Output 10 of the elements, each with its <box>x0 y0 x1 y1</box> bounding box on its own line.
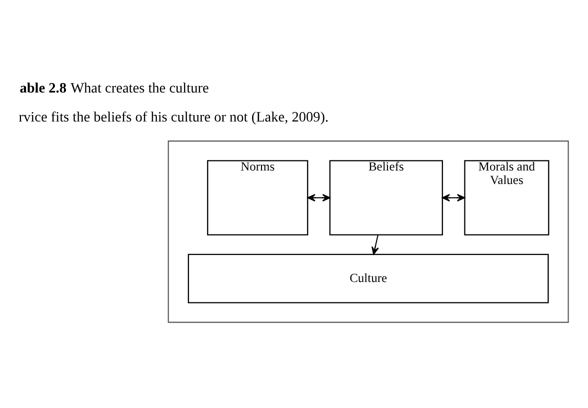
arrow <box>442 194 466 202</box>
diagram-title: able 2.8 What creates the culture <box>20 80 209 97</box>
arrow <box>307 194 330 202</box>
node-box: Beliefs <box>329 160 443 236</box>
cluster <box>168 140 569 323</box>
arrow <box>372 234 379 255</box>
node-box: Morals and Values <box>464 160 550 236</box>
node-box: Culture <box>188 254 549 304</box>
label: rvice fits the beliefs of his culture or not (Lake, 2009). <box>18 109 329 126</box>
node-box: Norms <box>207 160 308 236</box>
